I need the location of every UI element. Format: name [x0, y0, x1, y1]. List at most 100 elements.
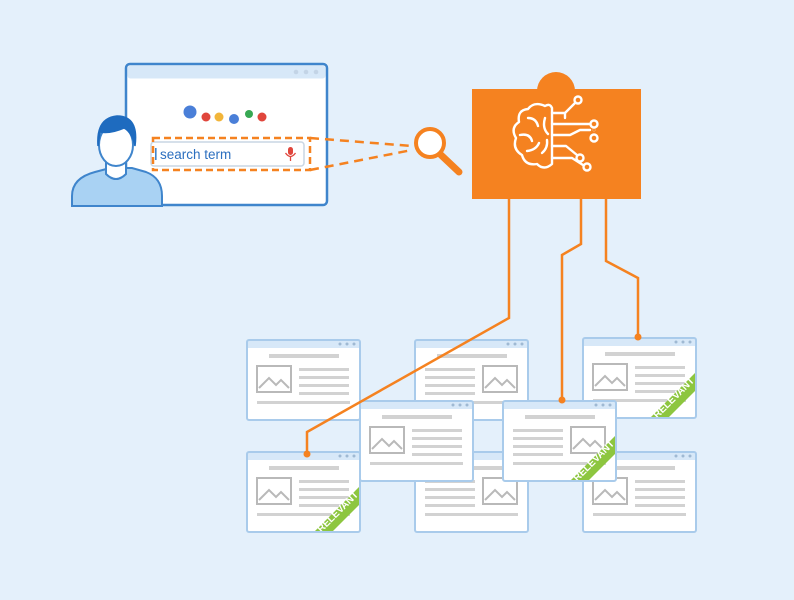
card-text-line [635, 504, 685, 507]
card-text-line [635, 480, 685, 483]
card-header-bar [503, 401, 616, 409]
card-text-line [425, 384, 475, 387]
card-text-line [299, 376, 349, 379]
logo-dot [214, 112, 224, 122]
user-avatar-icon [71, 115, 163, 207]
ai-connectors [305, 199, 640, 454]
result-card[interactable] [359, 400, 474, 482]
card-window-dot [338, 342, 342, 346]
card-header-bar [415, 340, 528, 348]
card-window-dot [506, 342, 510, 346]
card-text-line [425, 376, 475, 379]
card-text-line [299, 488, 349, 491]
card-header-bar [247, 452, 360, 460]
card-window-dot [681, 340, 685, 344]
card-text-line [299, 480, 349, 483]
card-text-line [412, 453, 462, 456]
logo-dot [229, 114, 239, 124]
card-window-dot [338, 454, 342, 458]
image-placeholder-icon [592, 363, 628, 391]
card-text-line [299, 504, 349, 507]
card-window-dot [674, 454, 678, 458]
card-text-line [412, 445, 462, 448]
card-window-dot [451, 403, 455, 407]
card-window-dot [513, 342, 517, 346]
card-window-dot [465, 403, 469, 407]
card-text-line [513, 445, 563, 448]
card-text-line [425, 496, 475, 499]
circuit-node [582, 162, 592, 172]
circuit-node [573, 95, 583, 105]
image-placeholder-icon [256, 477, 292, 505]
microphone-icon[interactable] [284, 147, 297, 161]
card-header-bar [583, 452, 696, 460]
circuit-node [575, 153, 585, 163]
card-text-line [412, 437, 462, 440]
window-dot [303, 69, 309, 75]
card-window-dot [520, 342, 524, 346]
logo-dot [183, 105, 197, 119]
card-text-line [635, 374, 685, 377]
card-text-line [635, 488, 685, 491]
text-cursor [155, 148, 157, 160]
card-text-line [299, 496, 349, 499]
card-window-dot [345, 454, 349, 458]
connector-endpoint [634, 333, 642, 341]
result-card[interactable] [246, 339, 361, 421]
ai-engine-box [472, 72, 641, 199]
window-dot [293, 69, 299, 75]
card-text-line [513, 453, 563, 456]
card-heading-line [605, 466, 675, 470]
logo-dot [257, 112, 267, 122]
card-window-dot [688, 454, 692, 458]
result-card-relevant[interactable]: RELEVANT [502, 400, 617, 484]
connector-to-relevant [560, 199, 583, 400]
card-text-line [425, 392, 475, 395]
card-window-dot [608, 403, 612, 407]
search-term-text: search term [160, 147, 231, 162]
connector-dashed [309, 136, 413, 148]
card-text-line [299, 392, 349, 395]
connector-to-relevant [305, 199, 511, 454]
card-text-line [513, 429, 563, 432]
card-window-dot [352, 342, 356, 346]
card-text-line [425, 488, 475, 491]
connector-endpoint [558, 396, 566, 404]
card-window-dot [345, 342, 349, 346]
image-placeholder-icon [482, 365, 518, 393]
card-text-line [635, 390, 685, 393]
card-text-line [299, 384, 349, 387]
card-header-bar [360, 401, 473, 409]
card-heading-line [525, 415, 595, 419]
card-window-dot [458, 403, 462, 407]
card-heading-line [437, 354, 507, 358]
card-window-dot [352, 454, 356, 458]
logo-dot [201, 112, 211, 122]
card-header-bar [247, 340, 360, 348]
card-window-dot [688, 340, 692, 344]
magnifier-icon [414, 127, 463, 176]
circuit-node [589, 133, 599, 143]
card-header-bar [583, 338, 696, 346]
card-text-line [513, 462, 606, 465]
card-heading-line [382, 415, 452, 419]
card-heading-line [269, 354, 339, 358]
result-card-relevant[interactable]: RELEVANT [246, 451, 361, 535]
card-window-dot [594, 403, 598, 407]
card-text-line [513, 437, 563, 440]
card-window-dot [681, 454, 685, 458]
card-text-line [635, 496, 685, 499]
card-text-line [299, 368, 349, 371]
card-text-line [412, 429, 462, 432]
image-placeholder-icon [369, 426, 405, 454]
card-text-line [593, 513, 686, 516]
circuit-node [589, 119, 599, 129]
connector-dashed [309, 148, 413, 172]
card-window-dot [674, 340, 678, 344]
card-text-line [635, 382, 685, 385]
search-engine-logo [183, 105, 267, 124]
search-input[interactable] [150, 141, 305, 167]
brain-circuit-icon [512, 101, 592, 169]
